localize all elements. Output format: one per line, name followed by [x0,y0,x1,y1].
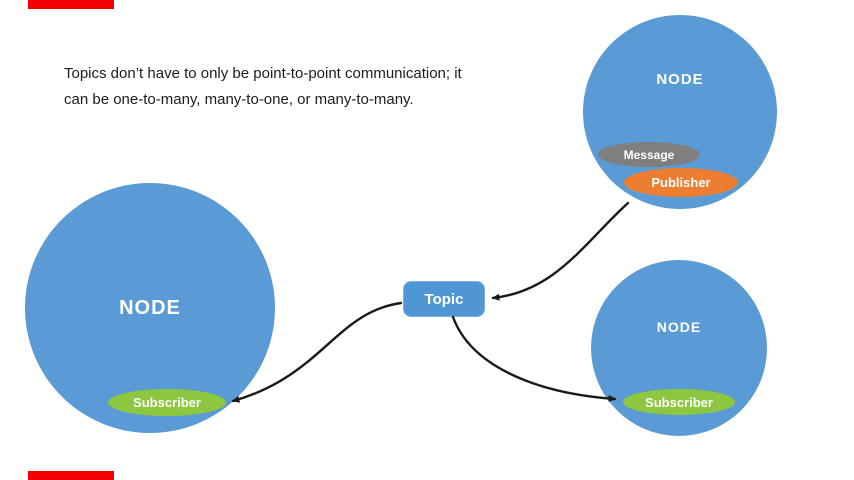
red-accent-bar-bottom [28,471,114,480]
subscriber-badge-bottom-right-label: Subscriber [645,394,713,410]
node-left-label: NODE [119,296,181,319]
message-badge: Message [598,142,700,167]
caption: Topics don’t have to only be point-to-po… [64,61,462,113]
caption-line-1: Topics don’t have to only be point-to-po… [64,65,462,82]
publisher-badge: Publisher [624,168,738,197]
node-bottom-right-label: NODE [656,319,702,335]
arrow-publisher-to-topic [491,201,630,301]
subscriber-badge-bottom-right: Subscriber [623,389,735,415]
topic-label: Topic [424,290,464,308]
red-accent-bar-top [28,0,114,9]
message-badge-label: Message [623,147,675,162]
topic-box: Topic [403,281,485,317]
publisher-badge-label: Publisher [651,175,711,190]
caption-line-2: can be one-to-many, many-to-one, or many… [64,91,414,108]
subscriber-badge-left: Subscriber [108,389,226,416]
subscriber-badge-left-label: Subscriber [133,395,201,410]
node-top-right-label: NODE [656,70,704,88]
